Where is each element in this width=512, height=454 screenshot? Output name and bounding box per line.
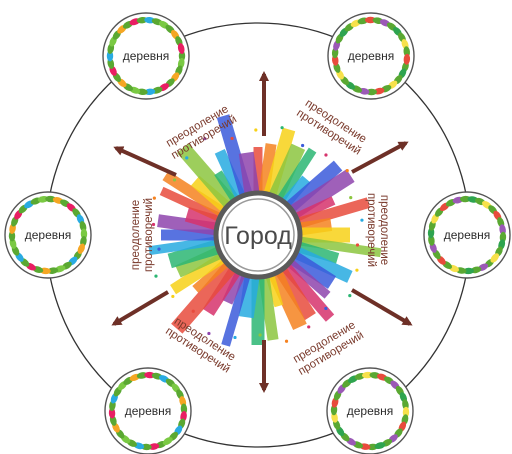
village-label: деревня	[347, 404, 394, 418]
village-top-left: деревня	[102, 12, 190, 100]
city-dot	[207, 331, 211, 336]
city-building	[162, 170, 228, 219]
village-label: деревня	[123, 49, 170, 63]
city-dot	[324, 153, 328, 157]
village-top-right: деревня	[327, 12, 415, 100]
city-building	[221, 272, 252, 347]
city-dot	[284, 339, 289, 343]
arrow-down-right	[350, 288, 413, 326]
city-dot	[154, 274, 158, 278]
svg-text:противоречий: противоречий	[365, 193, 377, 267]
label-mid-left: преодоление противоречий	[130, 198, 155, 272]
city-building	[222, 269, 247, 305]
city-dot	[280, 126, 284, 130]
city-dot	[355, 243, 360, 247]
village-label: деревня	[444, 228, 491, 242]
city-dot	[152, 196, 156, 200]
city-dot	[307, 325, 311, 329]
city-dot	[185, 156, 189, 160]
village-mid-left: деревня	[4, 191, 92, 279]
city-building	[258, 143, 277, 197]
city-dot	[324, 306, 328, 311]
wreath-leaf	[162, 437, 173, 446]
city-building	[177, 143, 238, 210]
city-dot	[301, 143, 305, 148]
village-label: деревня	[348, 49, 395, 63]
label-up-right: преодоление противоречий	[294, 97, 368, 157]
city-dot	[157, 247, 161, 251]
city-dot	[345, 169, 349, 173]
arrow-up-right	[351, 141, 409, 174]
city-dot	[355, 268, 359, 272]
city-dot	[230, 136, 234, 141]
city-building	[202, 265, 242, 316]
city-building	[287, 250, 337, 289]
city-label: Город	[224, 222, 292, 250]
wreath-leaf	[490, 253, 500, 263]
city-building	[280, 261, 335, 322]
village-label: деревня	[125, 404, 172, 418]
city-dot	[254, 128, 258, 132]
wreath-leaf	[77, 243, 85, 254]
city-building	[171, 260, 238, 334]
city-building	[157, 214, 220, 236]
label-mid-right: преодоление противоречий	[365, 193, 390, 267]
city-building	[294, 240, 340, 264]
city-building	[267, 268, 307, 330]
city-building	[267, 143, 306, 202]
city-dot	[348, 293, 352, 298]
wreath-leaf	[374, 442, 386, 450]
arrow-down-left	[111, 290, 170, 326]
wreath-leaf	[177, 43, 185, 54]
city-dot	[171, 294, 175, 299]
city-dot	[172, 178, 177, 182]
city-building	[253, 147, 263, 195]
city-dot	[349, 195, 353, 200]
city-center-circle	[213, 190, 303, 280]
city-building	[192, 257, 231, 293]
arrow-up-left	[113, 146, 177, 177]
svg-text:преодоление: преодоление	[130, 200, 142, 270]
city-dot	[360, 218, 364, 222]
wreath-leaf	[80, 228, 88, 240]
city-building	[291, 245, 353, 283]
wreath-leaf	[403, 53, 411, 65]
city-building	[296, 236, 382, 258]
city-dot	[151, 222, 156, 227]
svg-text:противоречий: противоречий	[143, 198, 155, 272]
city-building	[275, 147, 317, 204]
village-mid-right: деревня	[423, 191, 511, 279]
city-building	[287, 169, 355, 220]
city-building	[184, 206, 222, 231]
city-building	[285, 257, 331, 299]
city-dot	[203, 137, 207, 141]
city-building	[263, 127, 296, 199]
svg-text:преодоление: преодоление	[378, 195, 390, 265]
city-building	[238, 151, 260, 197]
city-building	[159, 186, 224, 223]
village-bottom-right: деревня	[326, 367, 414, 454]
city-dot	[233, 335, 237, 340]
city-center-inner-ring	[221, 198, 295, 272]
city-building	[148, 236, 220, 256]
city-building	[292, 196, 336, 223]
village-label: деревня	[25, 228, 72, 242]
label-down-right: преодоление противоречий	[291, 319, 366, 378]
city-burst	[148, 114, 382, 347]
wreath-leaf	[8, 230, 16, 242]
city-dot	[191, 309, 195, 313]
village-bottom-left: деревня	[104, 367, 192, 454]
city-building	[214, 170, 241, 204]
city-dot	[258, 333, 262, 337]
city-building	[280, 175, 311, 209]
